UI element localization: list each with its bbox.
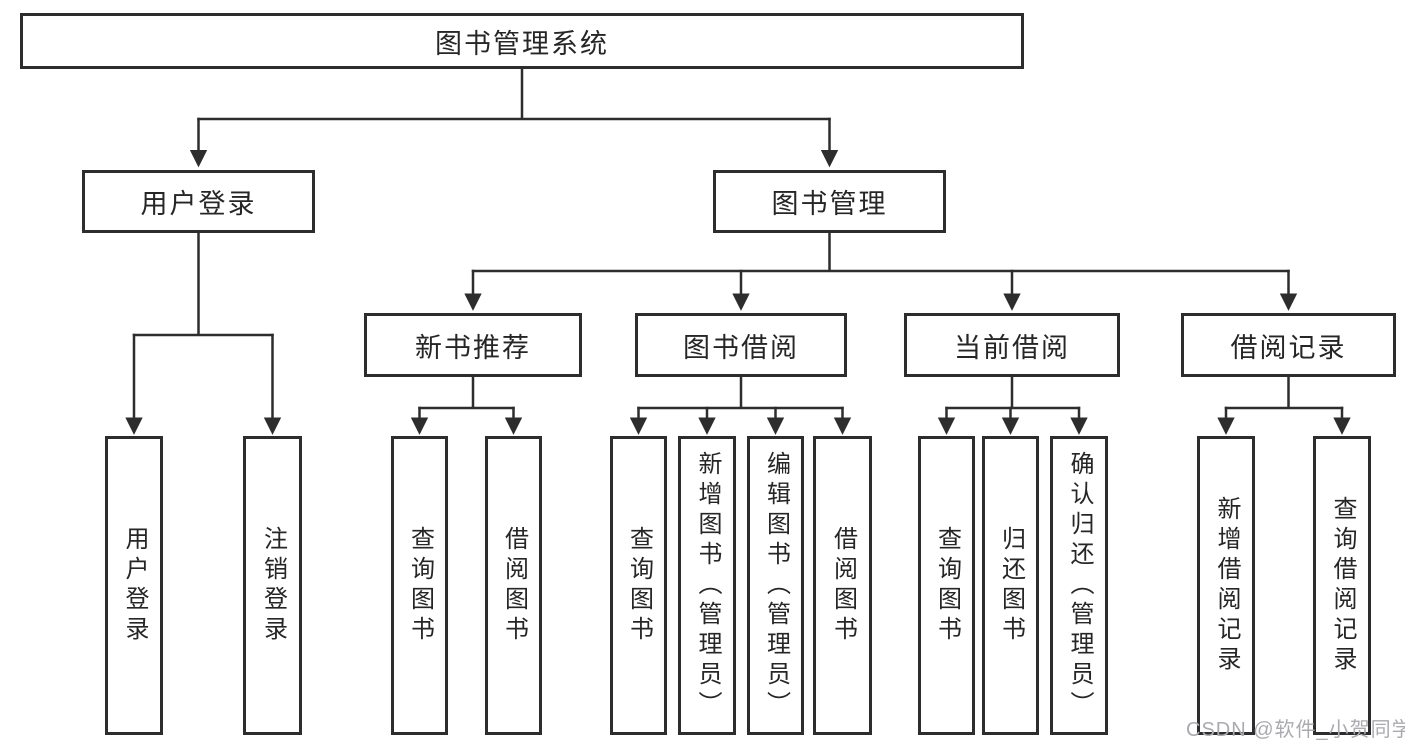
leaf-label: 归还图书 — [997, 525, 1025, 646]
leaf-label: 借阅图书 — [829, 525, 857, 646]
node-label: 图书借阅 — [683, 332, 799, 363]
leaf-current-confirm-return-admin: 确认归还（管理员） — [1050, 436, 1108, 735]
leaf-newrec-query-books: 查询图书 — [391, 436, 448, 735]
leaf-logout: 注销登录 — [243, 436, 302, 735]
leaf-label: 编辑图书（管理员） — [762, 450, 790, 721]
leaf-borrow-query-books: 查询图书 — [610, 436, 667, 735]
node-label: 当前借阅 — [954, 332, 1070, 363]
leaf-borrow-borrow-books: 借阅图书 — [813, 436, 872, 735]
leaf-label: 新增借阅记录 — [1213, 495, 1240, 676]
leaf-label: 确认归还（管理员） — [1066, 450, 1093, 721]
leaf-label: 借阅图书 — [500, 525, 528, 646]
leaf-label: 查询借阅记录 — [1329, 495, 1356, 676]
node-user-login: 用户登录 — [82, 170, 315, 233]
leaf-label: 查询图书 — [406, 525, 434, 646]
node-current-borrowing: 当前借阅 — [904, 313, 1120, 377]
node-borrowing-records: 借阅记录 — [1181, 313, 1396, 377]
leaf-current-query-books: 查询图书 — [918, 436, 975, 735]
leaf-label: 查询图书 — [625, 525, 653, 646]
csdn-watermark: CSDN @软件_小贺同学 — [1186, 719, 1405, 741]
node-library-system: 图书管理系统 — [20, 13, 1024, 69]
leaf-label: 用户登录 — [121, 525, 148, 646]
leaf-borrow-edit-books-admin: 编辑图书（管理员） — [747, 436, 804, 735]
leaf-records-query-record: 查询借阅记录 — [1313, 436, 1371, 735]
leaf-label: 新增图书（管理员） — [694, 450, 721, 721]
node-new-book-recommend: 新书推荐 — [364, 313, 582, 377]
leaf-records-add-record: 新增借阅记录 — [1197, 436, 1255, 735]
leaf-current-return-books: 归还图书 — [982, 436, 1039, 735]
node-label: 用户登录 — [140, 189, 257, 219]
node-book-borrowing: 图书借阅 — [635, 313, 847, 377]
leaf-label: 注销登录 — [259, 525, 287, 646]
leaf-newrec-borrow-books: 借阅图书 — [485, 436, 542, 735]
node-label: 新书推荐 — [415, 332, 531, 363]
node-label: 图书管理系统 — [435, 28, 609, 59]
node-label: 借阅记录 — [1230, 332, 1347, 363]
node-book-management: 图书管理 — [713, 170, 946, 233]
leaf-label: 查询图书 — [933, 525, 961, 646]
leaf-user-login: 用户登录 — [105, 436, 163, 735]
leaf-borrow-add-books-admin: 新增图书（管理员） — [678, 436, 736, 735]
node-label: 图书管理 — [771, 189, 888, 219]
